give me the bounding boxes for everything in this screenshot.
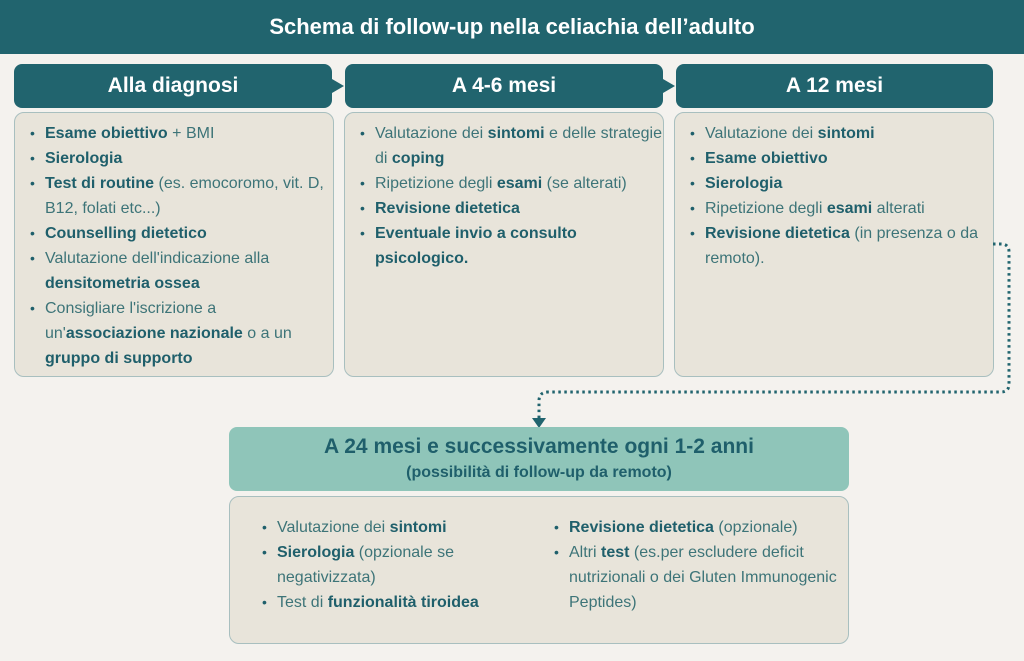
list-item: Sierologia (opzionale se negativizzata): [262, 540, 539, 590]
text: Ripetizione degli: [705, 200, 827, 217]
bold-text: sintomi: [817, 125, 875, 142]
text: Valutazione dell'indicazione alla: [45, 250, 270, 267]
list-item: Revisione dietetica (in presenza o da re…: [690, 221, 993, 271]
bold-text: sintomi: [389, 519, 447, 536]
list-item: Esame obiettivo + BMI: [30, 121, 333, 146]
stage-body-4-6-months: Valutazione dei sintomi e delle strategi…: [344, 112, 664, 377]
list-item: Revisione dietetica: [360, 196, 663, 221]
list-item: Valutazione dei sintomi e delle strategi…: [360, 121, 663, 171]
stage-header-4-6-months: A 4-6 mesi: [345, 64, 663, 108]
list-item: Sierologia: [690, 171, 993, 196]
stage-body-diagnosis: Esame obiettivo + BMI SierologiaTest di r…: [14, 112, 334, 377]
bold-text: Esame obiettivo: [705, 150, 828, 167]
text: (opzionale se negativizzata): [277, 544, 454, 586]
list-item: Test di routine (es. emocoromo, vit. D, …: [30, 171, 333, 221]
text: Test di: [277, 594, 328, 611]
text: (opzionale): [713, 519, 798, 536]
list-item: Altri test (es.per escludere deficit nut…: [554, 540, 848, 615]
stage-header-diagnosis: Alla diagnosi: [14, 64, 332, 108]
list-item: Counselling dietetico: [30, 221, 333, 246]
bold-text: sintomi: [487, 125, 545, 142]
bold-text: densitometria ossea: [45, 275, 200, 292]
text: (es.per escludere deficit nutrizionali o…: [569, 544, 837, 611]
list-item: Consigliare l'iscrizione a un'associazio…: [30, 296, 333, 371]
bold-text: coping: [391, 150, 445, 167]
list-item: Valutazione dei sintomi: [690, 121, 993, 146]
list-item: Ripetizione degli esami (se alterati): [360, 171, 663, 196]
list-item: Esame obiettivo: [690, 146, 993, 171]
list-item: Valutazione dell'indicazione alla densit…: [30, 246, 333, 296]
list-item: Test di funzionalità tiroidea: [262, 590, 539, 615]
list-item: Sierologia: [30, 146, 333, 171]
text: + BMI: [167, 125, 215, 142]
bold-text: funzionalità tiroidea: [327, 594, 479, 611]
text: alterati: [872, 200, 925, 217]
bold-text: esami: [826, 200, 873, 217]
text: Valutazione dei: [277, 519, 390, 536]
text: Valutazione dei: [375, 125, 488, 142]
bold-text: Counselling dietetico: [45, 225, 207, 242]
stage-body-24-months: Valutazione dei sintomiSierologia (opzio…: [229, 496, 849, 644]
list-item: Ripetizione degli esami alterati: [690, 196, 993, 221]
item-list: Valutazione dei sintomi e delle strategi…: [345, 113, 663, 271]
text: Consigliare l'iscrizione a un': [45, 300, 217, 342]
list-item: Valutazione dei sintomi: [262, 515, 539, 540]
bold-text: Eventuale invio a consulto psicologico.: [375, 225, 577, 267]
bold-text: Test di routine: [45, 175, 155, 192]
text: (es. emocoromo, vit. D, B12, folati etc.…: [45, 175, 324, 217]
bold-text: Esame obiettivo: [45, 125, 168, 142]
arrow-right-icon: [663, 79, 675, 93]
item-list: Valutazione dei sintomiEsame obiettivoSi…: [675, 113, 993, 271]
text: (se alterati): [542, 175, 627, 192]
bold-text: Sierologia: [277, 544, 355, 561]
diagram-title: Schema di follow-up nella celiachia dell…: [0, 0, 1024, 54]
stage-title-24-months: A 24 mesi e successivamente ogni 1-2 ann…: [324, 435, 754, 458]
text: Ripetizione degli: [375, 175, 497, 192]
bold-text: Sierologia: [705, 175, 783, 192]
list-item: Eventuale invio a consulto psicologico.: [360, 221, 663, 271]
bold-text: esami: [496, 175, 543, 192]
text: e delle strategie di: [375, 125, 662, 167]
bold-text: test: [601, 544, 630, 561]
bold-text: Revisione dietetica: [705, 225, 850, 242]
text: Altri: [569, 544, 601, 561]
column-left: Valutazione dei sintomiSierologia (opzio…: [230, 497, 539, 643]
bold-text: Sierologia: [45, 150, 123, 167]
list-item: Revisione dietetica (opzionale): [554, 515, 848, 540]
item-list: Esame obiettivo + BMI SierologiaTest di r…: [15, 113, 333, 371]
stage-header-24-months: A 24 mesi e successivamente ogni 1-2 ann…: [229, 427, 849, 491]
text: o a un: [242, 325, 292, 342]
item-list: Valutazione dei sintomiSierologia (opzio…: [230, 497, 539, 615]
stage-subtitle-24-months: (possibilità di follow-up da remoto): [406, 464, 672, 481]
item-list: Revisione dietetica (opzionale)Altri tes…: [539, 497, 848, 615]
bold-text: Revisione dietetica: [569, 519, 714, 536]
bold-text: associazione nazionale: [65, 325, 243, 342]
arrow-right-icon: [332, 79, 344, 93]
stage-header-12-months: A 12 mesi: [676, 64, 993, 108]
stage-body-12-months: Valutazione dei sintomiEsame obiettivoSi…: [674, 112, 994, 377]
bold-text: gruppo di supporto: [45, 350, 193, 367]
text: Valutazione dei: [705, 125, 818, 142]
bold-text: Revisione dietetica: [375, 200, 520, 217]
column-right: Revisione dietetica (opzionale)Altri tes…: [539, 497, 848, 643]
